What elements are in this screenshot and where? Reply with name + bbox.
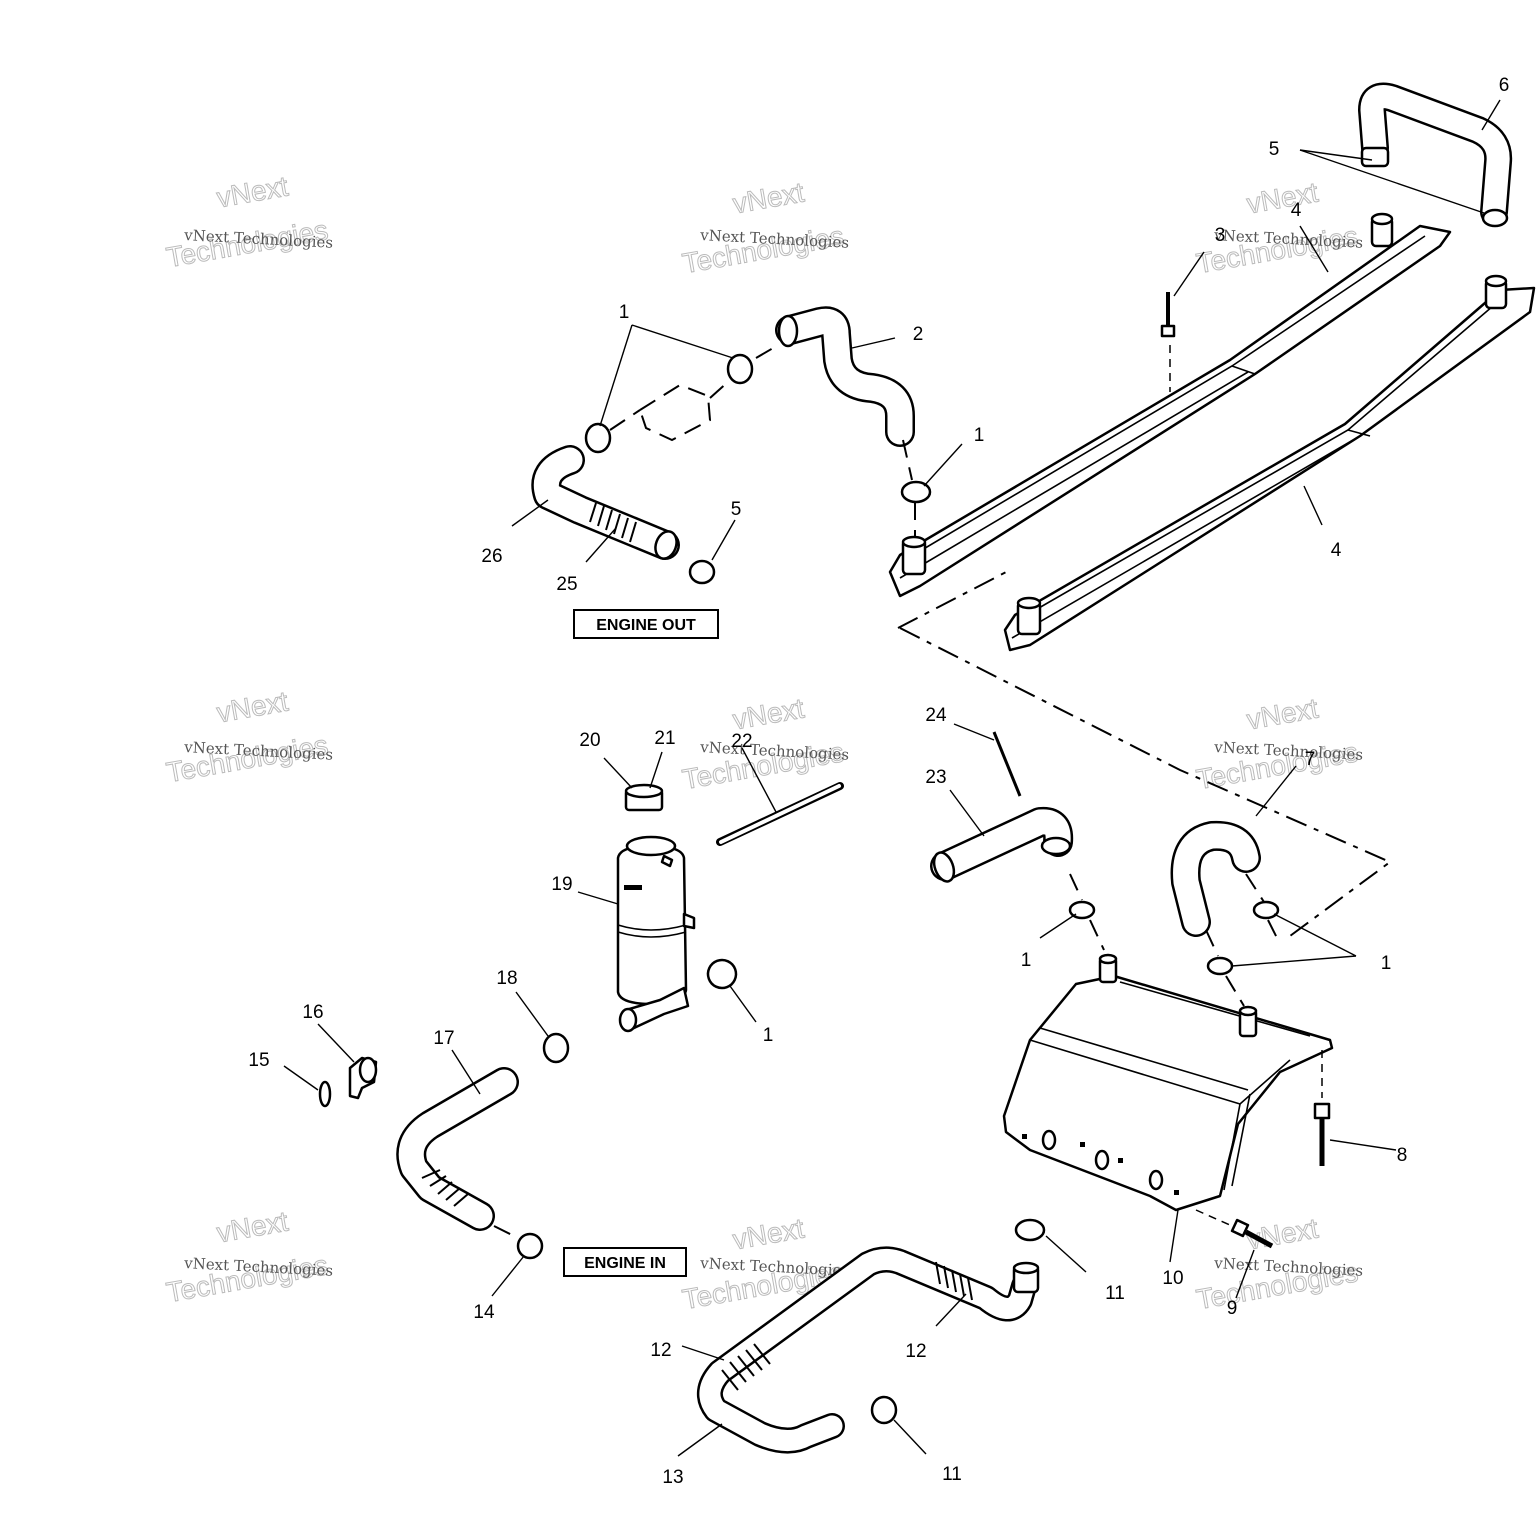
part-5-clamp [1360,146,1509,228]
callout-9: 9 [1227,1298,1238,1319]
callout-26: 26 [481,546,502,567]
callout-11: 11 [1105,1283,1125,1304]
part-10-tank [1002,953,1334,1212]
part-22-tube [716,782,844,846]
callout-7: 7 [1305,749,1316,770]
watermark: vNext Technologies [163,1205,330,1309]
callout-5: 5 [731,499,742,520]
part-21-cap [624,783,664,812]
callout-22: 22 [731,731,752,752]
part-19-coolant-bottle [616,835,696,1033]
part-24-rod [992,731,1022,797]
callout-6: 6 [1499,75,1510,96]
callout-4: 4 [1291,200,1302,221]
connection-line [1205,929,1219,957]
part-14-clamp [516,1232,544,1260]
callout-4: 4 [1331,540,1342,561]
callout-numbers: 1 2 1 5 6 3 4 4 26 25 5 24 23 7 1 1 20 2… [248,75,1509,1488]
callout-10: 10 [1162,1268,1183,1289]
watermark: vNext Technologies [163,170,330,274]
callout-8: 8 [1397,1145,1408,1166]
connection-line [897,569,1011,629]
part-5-clamp-lower [688,559,716,585]
callout-21: 21 [654,728,675,749]
callout-23: 23 [925,767,946,788]
watermark-text: vNext [1244,1213,1320,1256]
part-13-pipe [697,1246,1040,1454]
callout-13: 13 [662,1467,683,1488]
part-25-bellows [589,502,637,543]
part-2-elbow-hose [775,306,915,447]
callout-12: 12 [905,1341,926,1362]
connection-line [1069,873,1083,901]
connection-line [493,1225,515,1237]
callout-1: 1 [974,425,985,446]
part-7-hose [1170,820,1261,937]
part-17-hose [396,1067,519,1231]
part-8-bolt [1313,1050,1331,1166]
connection-line [1225,975,1245,1007]
engine-out-label-box: ENGINE OUT [573,609,719,639]
part-18-clamp [542,1032,570,1064]
connection-line [1245,873,1265,903]
callout-1: 1 [619,302,630,323]
connection-line [902,439,913,481]
part-1-clamp-bottle [706,958,738,990]
callout-1: 1 [1021,950,1032,971]
callout-24: 24 [925,705,947,726]
watermark: vNext Technologies [163,685,330,789]
callout-15: 15 [248,1050,269,1071]
watermark-text: vNext [214,686,290,729]
part-1-clamp [584,353,932,504]
part-4-heat-exchanger-upper [888,212,1452,598]
part-26-hose [531,445,680,560]
watermark-text: vNext [214,171,290,214]
part-6-u-hose [1358,82,1513,226]
watermark-text: vNext [1244,693,1320,736]
callout-5: 5 [1269,139,1280,160]
connection-line [899,627,1392,937]
engine-in-label-box: ENGINE IN [563,1247,687,1277]
part-16-bracket [348,1056,378,1100]
callout-1: 1 [763,1025,774,1046]
leader-lines [283,99,1501,1457]
thermostat-housing-dashed [609,379,731,442]
callout-11: 11 [942,1464,962,1485]
watermark: vNext Technologies [1193,176,1360,280]
callout-19: 19 [551,874,572,895]
callout-18: 18 [496,968,517,989]
callout-14: 14 [473,1302,495,1323]
part-15-washer [318,1080,332,1108]
watermark-text: vNext [214,1206,290,1249]
part-12-bellows [721,1261,973,1391]
watermark-text: vNext [730,693,806,736]
connection-line [755,343,781,359]
engine-out-label: ENGINE OUT [596,617,696,634]
part-3-bolt [1160,292,1176,392]
callout-20: 20 [579,730,600,751]
watermark-text: vNext [1244,177,1320,220]
watermark-text: vNext [730,1213,806,1256]
part-23-hose [930,806,1074,883]
connection-line [1089,919,1105,951]
engine-in-label: ENGINE IN [584,1255,666,1272]
callout-16: 16 [302,1002,323,1023]
callout-17: 17 [433,1028,454,1049]
watermark: vNext Technologies [679,176,846,280]
callout-2: 2 [913,324,924,345]
part-4-heat-exchanger-lower [1003,274,1536,652]
part-11-clamp [870,1218,1046,1425]
connection-line [1267,919,1281,945]
part-9-bolt [1195,1209,1274,1249]
callout-12: 12 [650,1340,671,1361]
callout-25: 25 [556,574,577,595]
watermark-text: vNext [730,177,806,220]
callout-1: 1 [1381,953,1392,974]
callout-3: 3 [1215,225,1226,246]
